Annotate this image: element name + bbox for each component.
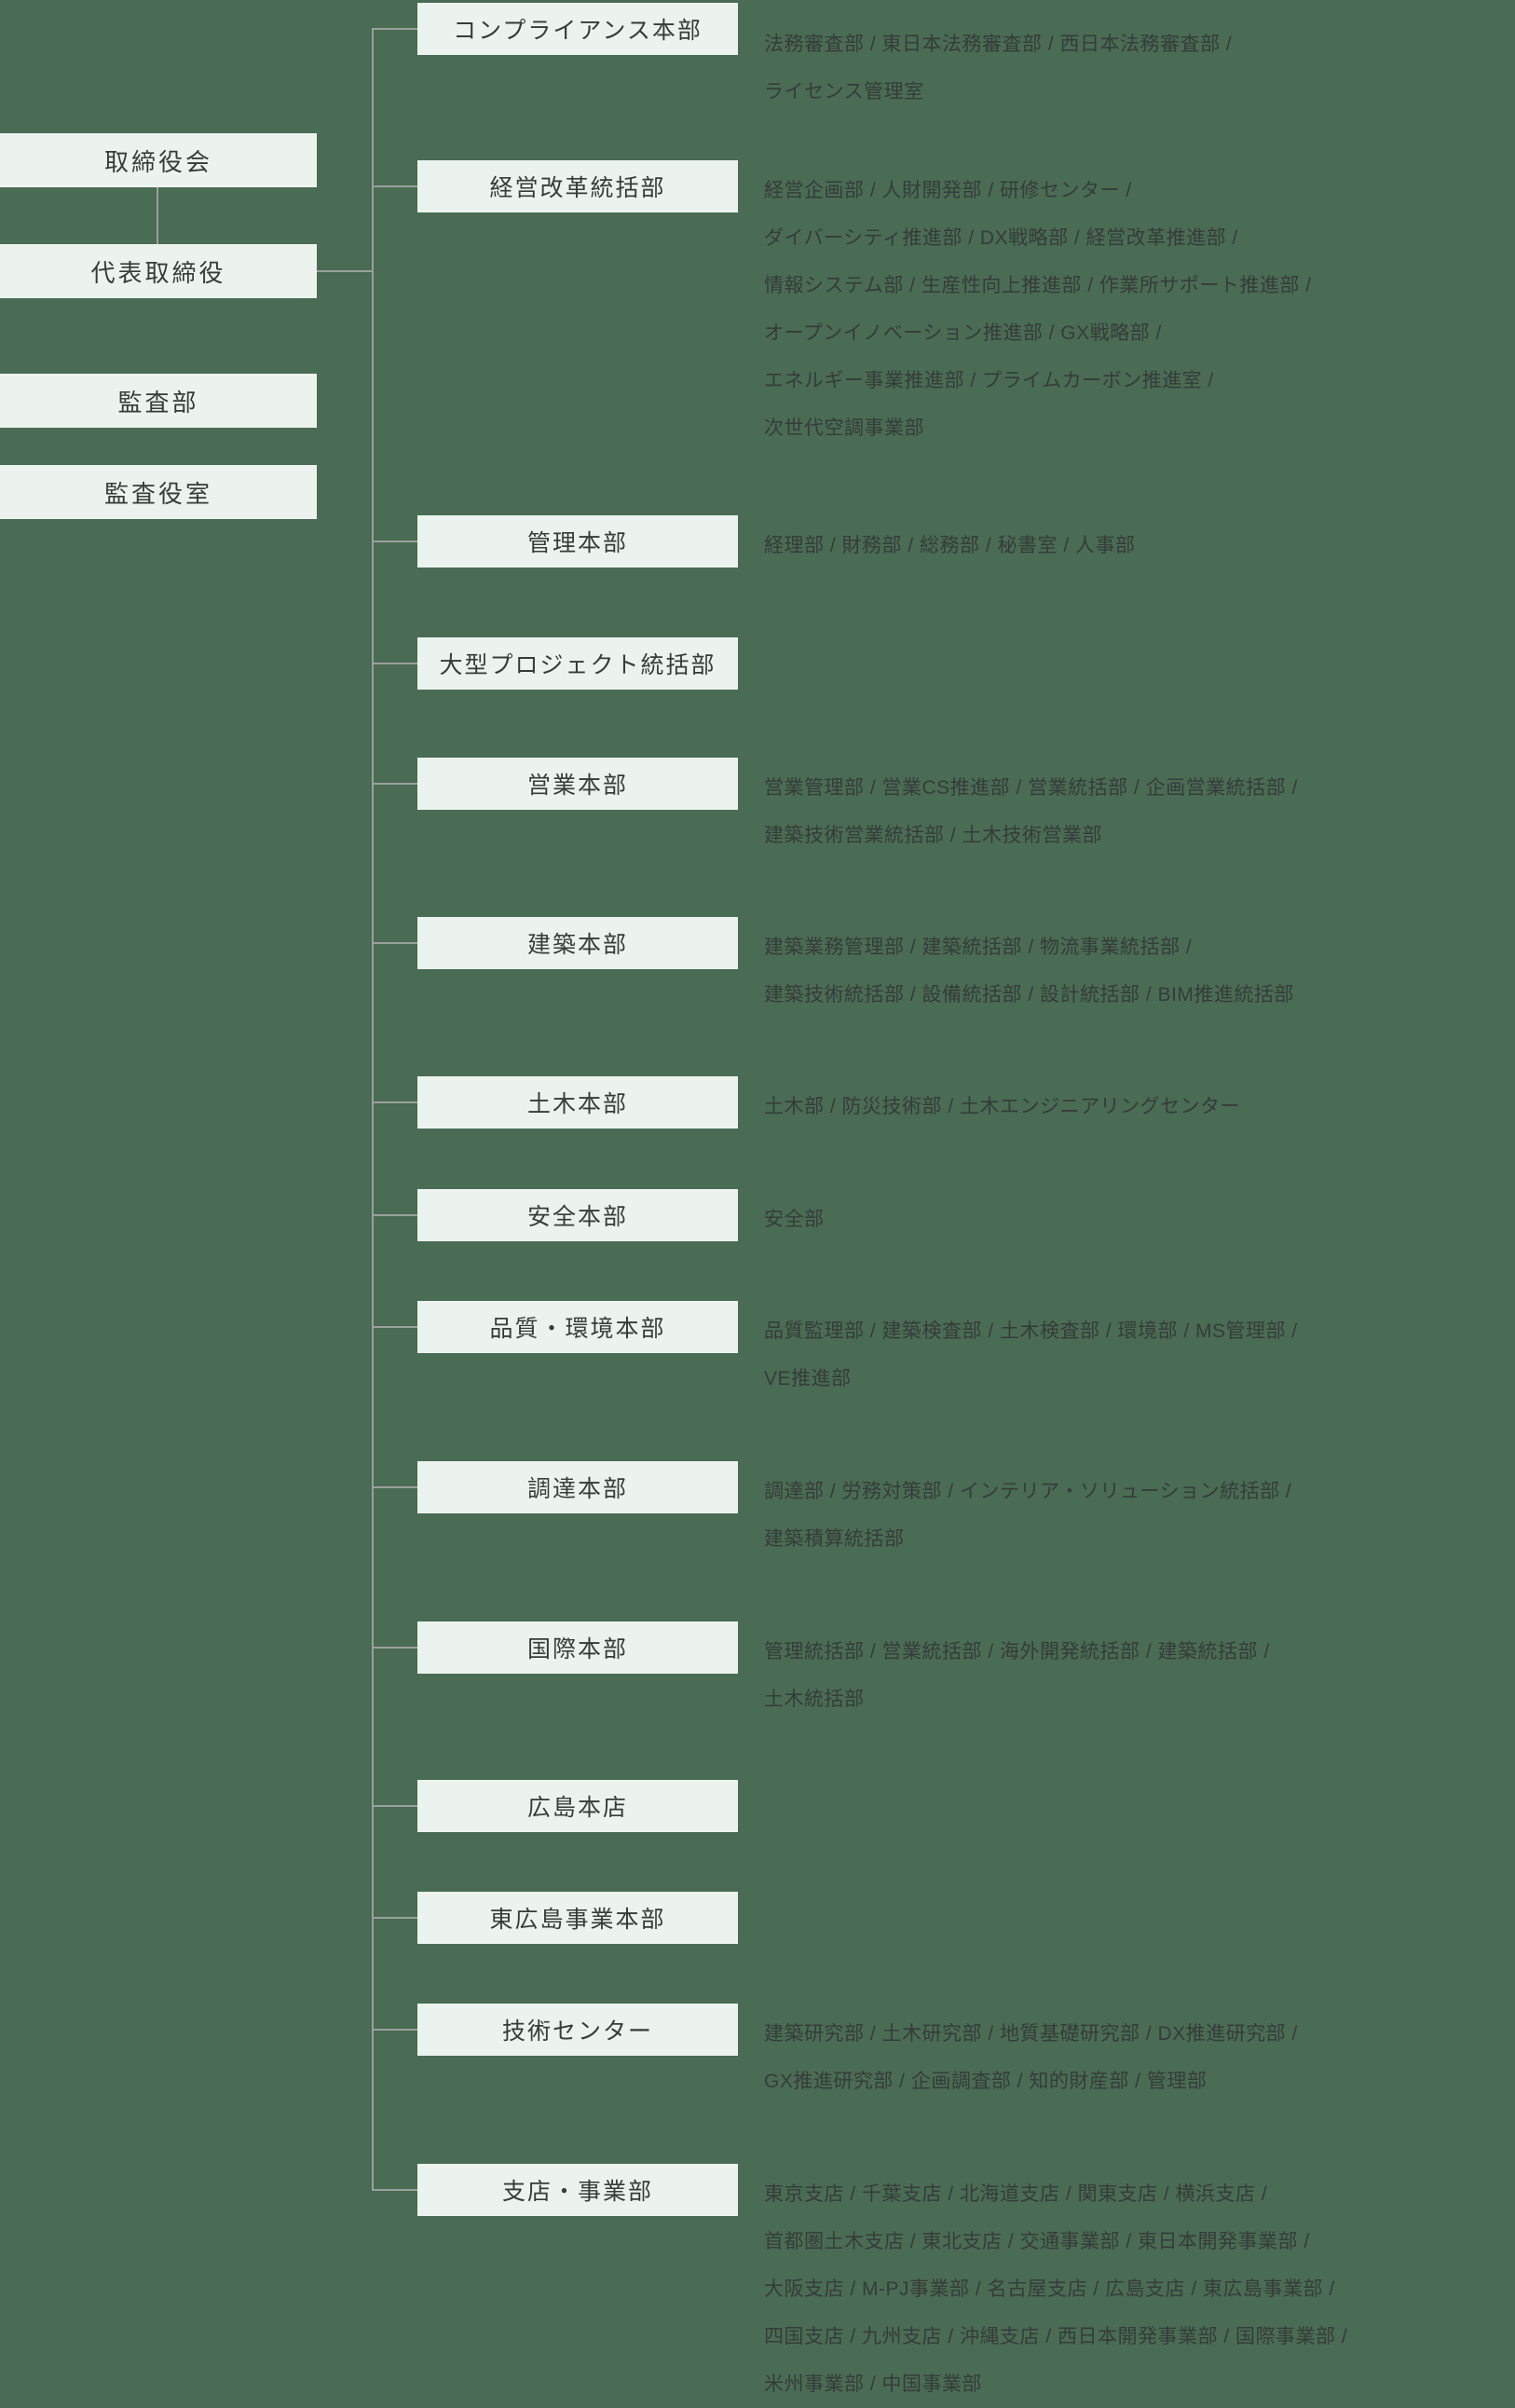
org-unit-box: 調達本部 xyxy=(417,1461,738,1513)
department-list-line: 大阪支店 / M-PJ事業部 / 名古屋支店 / 広島支店 / 東広島事業部 / xyxy=(764,2278,1335,2300)
department-list-line: 品質監理部 / 建築検査部 / 土木検査部 / 環境部 / MS管理部 / xyxy=(764,1320,1298,1342)
org-unit-label: 広島本店 xyxy=(526,1795,628,1821)
org-unit-box: 東広島事業本部 xyxy=(417,1892,738,1944)
org-unit-box: 大型プロジェクト統括部 xyxy=(417,637,738,690)
department-list-line: 管理統括部 / 営業統括部 / 海外開発統括部 / 建築統括部 / xyxy=(764,1641,1270,1662)
org-unit-label: 代表取締役 xyxy=(90,258,226,287)
department-list-line: 土木統括部 xyxy=(764,1689,865,1710)
org-unit-box-audit-office: 監査役室 xyxy=(0,465,317,519)
department-list: 安全部 xyxy=(764,1196,1472,1243)
department-list-line: GX推進研究部 / 企画調査部 / 知的財産部 / 管理部 xyxy=(764,2071,1208,2092)
connector-stub xyxy=(373,1101,417,1103)
department-list-line: 建築積算統括部 xyxy=(764,1528,905,1550)
org-unit-label: 支店・事業部 xyxy=(501,2179,653,2205)
connector-stub xyxy=(373,1486,417,1488)
department-list: 法務審査部 / 東日本法務審査部 / 西日本法務審査部 / ライセンス管理室 xyxy=(764,21,1472,116)
org-unit-label: コンプライアンス本部 xyxy=(453,18,703,44)
department-list-line: 営業管理部 / 営業CS推進部 / 営業統括部 / 企画営業統括部 / xyxy=(764,777,1298,799)
department-list: 管理統括部 / 営業統括部 / 海外開発統括部 / 建築統括部 / 土木統括部 xyxy=(764,1628,1472,1723)
org-unit-label: 取締役会 xyxy=(103,147,212,176)
department-list: 経営企画部 / 人財開発部 / 研修センター / ダイバーシティ推進部 / DX… xyxy=(764,167,1472,452)
department-list: 営業管理部 / 営業CS推進部 / 営業統括部 / 企画営業統括部 / 建築技術… xyxy=(764,764,1472,859)
department-list-line: 安全部 xyxy=(764,1209,825,1230)
org-unit-box: 品質・環境本部 xyxy=(417,1301,738,1353)
connector-stub xyxy=(373,1326,417,1328)
department-list: 品質監理部 / 建築検査部 / 土木検査部 / 環境部 / MS管理部 / VE… xyxy=(764,1307,1472,1402)
connector-stub xyxy=(373,28,417,30)
org-unit-label: 管理本部 xyxy=(526,530,628,556)
department-list-line: 法務審査部 / 東日本法務審査部 / 西日本法務審査部 / xyxy=(764,34,1233,55)
org-unit-label: 安全本部 xyxy=(526,1204,628,1230)
org-unit-box: 安全本部 xyxy=(417,1189,738,1241)
department-list-line: 土木部 / 防災技術部 / 土木エンジニアリングセンター xyxy=(764,1096,1241,1117)
connector-president-to-trunk xyxy=(317,270,373,272)
connector-stub xyxy=(373,783,417,785)
department-list-line: オープンイノベーション推進部 / GX戦略部 / xyxy=(764,322,1162,344)
connector-board-to-president xyxy=(157,187,158,244)
department-list-line: VE推進部 xyxy=(764,1368,852,1389)
org-unit-label: 監査役室 xyxy=(103,479,212,508)
org-unit-box: 土木本部 xyxy=(417,1076,738,1129)
connector-trunk xyxy=(372,28,374,2191)
connector-stub xyxy=(373,1647,417,1649)
connector-stub xyxy=(373,540,417,542)
org-unit-label: 監査部 xyxy=(117,388,199,417)
org-unit-box: コンプライアンス本部 xyxy=(417,3,738,55)
connector-stub xyxy=(373,2029,417,2031)
org-unit-label: 東広島事業本部 xyxy=(489,1907,666,1933)
department-list: 経理部 / 財務部 / 総務部 / 秘書室 / 人事部 xyxy=(764,522,1472,569)
department-list: 建築業務管理部 / 建築統括部 / 物流事業統括部 / 建築技術統括部 / 設備… xyxy=(764,924,1472,1019)
department-list-line: 首都圏土木支店 / 東北支店 / 交通事業部 / 東日本開発事業部 / xyxy=(764,2231,1310,2252)
org-unit-label: 調達本部 xyxy=(526,1476,628,1502)
department-list-line: 建築技術営業統括部 / 土木技術営業部 xyxy=(764,825,1103,846)
org-unit-box-representative-director: 代表取締役 xyxy=(0,244,317,298)
org-unit-label: 大型プロジェクト統括部 xyxy=(439,652,717,678)
department-list-line: ライセンス管理室 xyxy=(764,81,924,103)
department-list-line: 建築研究部 / 土木研究部 / 地質基礎研究部 / DX推進研究部 / xyxy=(764,2023,1298,2045)
department-list: 土木部 / 防災技術部 / 土木エンジニアリングセンター xyxy=(764,1083,1472,1130)
connector-stub xyxy=(373,185,417,187)
department-list-line: 建築業務管理部 / 建築統括部 / 物流事業統括部 / xyxy=(764,937,1193,958)
org-unit-label: 営業本部 xyxy=(526,773,628,799)
org-unit-box: 支店・事業部 xyxy=(417,2164,738,2216)
department-list: 建築研究部 / 土木研究部 / 地質基礎研究部 / DX推進研究部 / GX推進… xyxy=(764,2010,1472,2105)
connector-stub xyxy=(373,1214,417,1216)
org-unit-label: 建築本部 xyxy=(526,932,628,958)
department-list-line: 次世代空調事業部 xyxy=(764,417,924,439)
org-unit-box: 営業本部 xyxy=(417,758,738,810)
department-list: 東京支店 / 千葉支店 / 北海道支店 / 関東支店 / 横浜支店 / 首都圏土… xyxy=(764,2170,1472,2408)
connector-stub xyxy=(373,1805,417,1807)
department-list-line: エネルギー事業推進部 / プライムカーボン推進室 / xyxy=(764,370,1214,391)
department-list-line: ダイバーシティ推進部 / DX戦略部 / 経営改革推進部 / xyxy=(764,227,1238,249)
org-unit-box: 管理本部 xyxy=(417,515,738,568)
department-list-line: 情報システム部 / 生産性向上推進部 / 作業所サポート推進部 / xyxy=(764,275,1312,296)
org-unit-label: 品質・環境本部 xyxy=(489,1316,666,1342)
org-unit-box: 経営改革統括部 xyxy=(417,160,738,212)
org-unit-label: 技術センター xyxy=(501,2018,653,2045)
connector-stub xyxy=(373,1917,417,1919)
org-unit-box-board-of-directors: 取締役会 xyxy=(0,133,317,187)
department-list-line: 四国支店 / 九州支店 / 沖縄支店 / 西日本開発事業部 / 国際事業部 / xyxy=(764,2326,1348,2347)
connector-stub xyxy=(373,2189,417,2191)
department-list-line: 米州事業部 / 中国事業部 xyxy=(764,2374,983,2395)
department-list-line: 東京支店 / 千葉支店 / 北海道支店 / 関東支店 / 横浜支店 / xyxy=(764,2183,1268,2205)
connector-stub xyxy=(373,663,417,664)
department-list: 調達部 / 労務対策部 / インテリア・ソリューション統括部 / 建築積算統括部 xyxy=(764,1468,1472,1563)
org-unit-box: 技術センター xyxy=(417,2004,738,2056)
org-unit-box: 広島本店 xyxy=(417,1780,738,1832)
org-unit-box: 建築本部 xyxy=(417,917,738,969)
org-unit-label: 経営改革統括部 xyxy=(489,175,666,201)
org-unit-box: 国際本部 xyxy=(417,1621,738,1674)
org-unit-box-audit-department: 監査部 xyxy=(0,374,317,428)
org-unit-label: 土木本部 xyxy=(526,1091,628,1117)
department-list-line: 経理部 / 財務部 / 総務部 / 秘書室 / 人事部 xyxy=(764,535,1136,556)
connector-stub xyxy=(373,942,417,944)
department-list-line: 調達部 / 労務対策部 / インテリア・ソリューション統括部 / xyxy=(764,1481,1292,1502)
department-list-line: 建築技術統括部 / 設備統括部 / 設計統括部 / BIM推進統括部 xyxy=(764,984,1294,1006)
department-list-line: 経営企画部 / 人財開発部 / 研修センター / xyxy=(764,180,1132,201)
org-unit-label: 国際本部 xyxy=(526,1636,628,1662)
